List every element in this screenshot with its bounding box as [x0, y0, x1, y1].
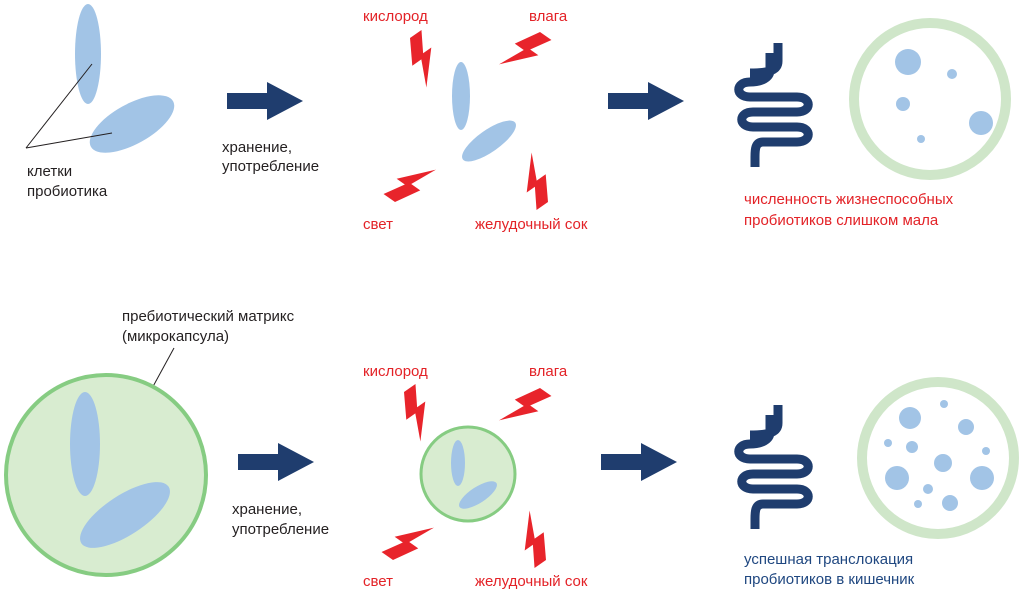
surviving-cell [923, 484, 933, 494]
lightning-icon [499, 23, 552, 81]
arrow-right-icon [227, 82, 303, 120]
probiotic-cell [462, 120, 516, 162]
lightning-icon [507, 152, 561, 211]
intestine-icon [739, 43, 809, 167]
arrow-right-icon [608, 82, 684, 120]
lightning-icon [397, 29, 451, 88]
lightning-icon [383, 153, 436, 211]
microcapsule [419, 425, 517, 523]
matrix-label-line2: (микрокапсула) [122, 328, 229, 345]
result-line2: пробиотиков слишком мала [744, 212, 939, 229]
result-line1: успешная транслокация [744, 551, 913, 568]
surviving-cell [940, 400, 948, 408]
arrow-right-icon [601, 443, 677, 481]
surviving-cell [917, 135, 925, 143]
surviving-cell [970, 466, 994, 490]
factor-moisture: влага [529, 363, 568, 380]
process-label-line2: употребление [232, 521, 329, 538]
surviving-cell [958, 419, 974, 435]
pointer-line [25, 63, 93, 149]
top-row: клетки пробиотика хранение, употребление… [25, 4, 1011, 233]
probiotic-cell [80, 482, 170, 548]
surviving-cell [896, 97, 910, 111]
matrix-label-line1: пребиотический матрикс [122, 308, 295, 325]
factor-gastric-juice: желудочный сок [475, 216, 588, 233]
factor-moisture: влага [529, 8, 568, 25]
factor-light: свет [363, 216, 393, 233]
result-line1: численность жизнеспособных [744, 191, 954, 208]
surviving-cell [899, 407, 921, 429]
probiotic-cell [459, 481, 497, 509]
intestine-icon [739, 405, 809, 529]
lightning-icon [505, 510, 559, 569]
surviving-cell [969, 111, 993, 135]
probiotic-cell [70, 392, 100, 496]
surviving-cell [942, 495, 958, 511]
surviving-cell [895, 49, 921, 75]
surviving-cell [982, 447, 990, 455]
factor-oxygen: кислород [363, 8, 428, 25]
factor-light: свет [363, 573, 393, 590]
pointer-line [25, 132, 113, 149]
process-label-line2: употребление [222, 158, 319, 175]
lightning-icon [499, 379, 552, 437]
arrow-right-icon [238, 443, 314, 481]
probiotic-cell [89, 95, 175, 153]
surviving-cell [914, 500, 922, 508]
lightning-icon [391, 383, 445, 442]
bottom-row: пребиотический матрикс (микрокапсула) хр… [4, 308, 1019, 590]
surviving-cell [947, 69, 957, 79]
cells-label-line1: клетки [27, 163, 72, 180]
process-label-line1: хранение, [222, 139, 292, 156]
cells-label-line2: пробиотика [27, 183, 108, 200]
surviving-cell [906, 441, 918, 453]
factor-gastric-juice: желудочный сок [475, 573, 588, 590]
surviving-cell [884, 439, 892, 447]
process-label-line1: хранение, [232, 501, 302, 518]
probiotic-cell [451, 440, 465, 486]
pointer-line [149, 347, 175, 393]
result-line2: пробиотиков в кишечник [744, 571, 915, 588]
probiotic-cell [452, 62, 470, 130]
petri-dish [849, 18, 1011, 180]
probiotic-cell [75, 4, 101, 104]
microcapsule [4, 373, 208, 577]
surviving-cell [934, 454, 952, 472]
lightning-icon [381, 511, 434, 569]
factor-oxygen: кислород [363, 363, 428, 380]
surviving-cell [885, 466, 909, 490]
